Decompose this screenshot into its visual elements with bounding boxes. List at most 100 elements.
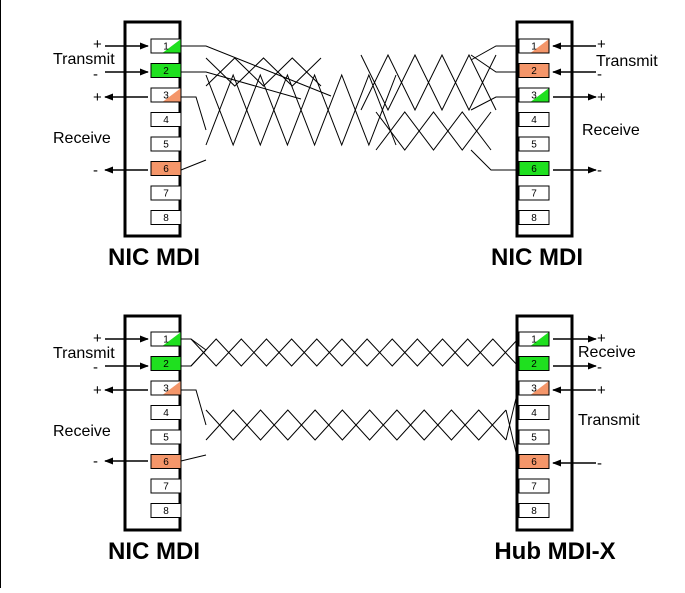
pin-box bbox=[150, 478, 182, 494]
receive-label: Receive bbox=[53, 423, 111, 440]
pair36-wire-b-lead-left bbox=[180, 454, 207, 462]
pair36-wire-b bbox=[205, 409, 507, 441]
pair12-left-wire-b bbox=[205, 57, 322, 87]
pin-outline bbox=[518, 38, 550, 54]
minus-sign: - bbox=[597, 359, 602, 376]
minus-sign: - bbox=[597, 455, 602, 472]
pin-2: 2 bbox=[150, 356, 182, 371]
pin-number: 7 bbox=[531, 482, 537, 493]
pin-4: 4 bbox=[518, 112, 550, 127]
pair36-left-wire-b bbox=[180, 159, 207, 171]
pin-5: 5 bbox=[518, 429, 550, 445]
pin-box bbox=[150, 454, 182, 469]
receive-label: Receive bbox=[578, 344, 636, 361]
pair12-wire-b bbox=[190, 338, 519, 367]
transmit-label: Transmit bbox=[596, 53, 658, 70]
pin-half-fill bbox=[530, 88, 549, 102]
pin-box bbox=[150, 356, 182, 371]
pin-1: 1 bbox=[150, 38, 182, 54]
pin-number: 4 bbox=[531, 408, 537, 419]
connector-name: Hub MDI-X bbox=[494, 538, 615, 565]
pin-4: 4 bbox=[518, 405, 550, 420]
pin-8: 8 bbox=[518, 503, 550, 518]
plus-sign: + bbox=[93, 330, 102, 347]
plus-sign: + bbox=[93, 36, 102, 53]
minus-sign: - bbox=[93, 66, 98, 83]
top-twisted-pairs bbox=[180, 45, 518, 171]
pair12-left-wire-a bbox=[205, 57, 322, 87]
pin-half-fill bbox=[162, 88, 181, 102]
pin-box bbox=[518, 112, 550, 127]
minus-sign: - bbox=[93, 359, 98, 376]
pin-half-fill bbox=[162, 381, 181, 395]
pin-box bbox=[150, 185, 182, 201]
transmit-label: Transmit bbox=[578, 412, 640, 429]
pin-8: 8 bbox=[150, 503, 182, 518]
pin-half-fill bbox=[530, 39, 549, 53]
pair12-right-wire-b bbox=[470, 54, 518, 73]
receive-label: Receive bbox=[582, 122, 640, 139]
pin-box bbox=[518, 161, 550, 176]
minus-sign: - bbox=[93, 453, 98, 470]
pin-number: 1 bbox=[531, 42, 537, 53]
connector-name: NIC MDI bbox=[491, 244, 583, 271]
connector-housing bbox=[515, 314, 574, 532]
pin-6: 6 bbox=[518, 454, 550, 469]
pin-outline bbox=[150, 380, 182, 396]
pin-number: 2 bbox=[163, 66, 169, 77]
transmit-label: Transmit bbox=[53, 51, 115, 68]
pin-box bbox=[518, 405, 550, 420]
pair36-left-wire-a bbox=[181, 96, 207, 131]
pin-4: 4 bbox=[150, 112, 182, 127]
pin-7: 7 bbox=[150, 478, 182, 494]
pin-7: 7 bbox=[518, 185, 550, 201]
plus-sign: + bbox=[93, 382, 102, 399]
pin-number: 1 bbox=[163, 335, 169, 346]
pin-box bbox=[518, 429, 550, 445]
pin-3: 3 bbox=[150, 87, 182, 103]
pin-number: 2 bbox=[531, 66, 537, 77]
pin-box bbox=[518, 185, 550, 201]
pin-half-fill bbox=[162, 39, 181, 53]
pin-4: 4 bbox=[150, 405, 182, 420]
receive-label: Receive bbox=[53, 130, 111, 147]
pair36-left-wire-b bbox=[205, 73, 397, 147]
transmit-label: Transmit bbox=[53, 345, 115, 362]
pin-6: 6 bbox=[150, 161, 182, 176]
pair36-right-wire-a bbox=[375, 111, 492, 151]
pin-half-fill bbox=[162, 332, 181, 346]
plus-sign: + bbox=[597, 36, 606, 53]
pin-number: 1 bbox=[163, 42, 169, 53]
pin-8: 8 bbox=[150, 210, 182, 225]
minus-sign: - bbox=[597, 162, 602, 179]
pin-box bbox=[150, 63, 182, 78]
pin-2: 2 bbox=[518, 63, 550, 78]
pin-number: 6 bbox=[531, 457, 537, 468]
pin-1: 1 bbox=[150, 331, 182, 347]
pin-box bbox=[518, 356, 550, 371]
pin-half-fill bbox=[530, 381, 549, 395]
pin-number: 3 bbox=[531, 384, 537, 395]
pin-number: 5 bbox=[531, 140, 537, 151]
connector-housing bbox=[123, 20, 182, 238]
pair12-wire-a-lead-left bbox=[181, 338, 207, 351]
pin-8: 8 bbox=[518, 210, 550, 225]
pin-box bbox=[150, 429, 182, 445]
pin-number: 7 bbox=[163, 189, 169, 200]
connector-name: NIC MDI bbox=[108, 244, 200, 271]
pin-number: 8 bbox=[531, 506, 537, 517]
pair12-right-wire-a bbox=[470, 45, 518, 61]
pin-box bbox=[518, 503, 550, 518]
pin-number: 5 bbox=[163, 433, 169, 444]
pin-number: 8 bbox=[163, 506, 169, 517]
pin-1: 1 bbox=[518, 331, 550, 347]
pin-box bbox=[150, 503, 182, 518]
